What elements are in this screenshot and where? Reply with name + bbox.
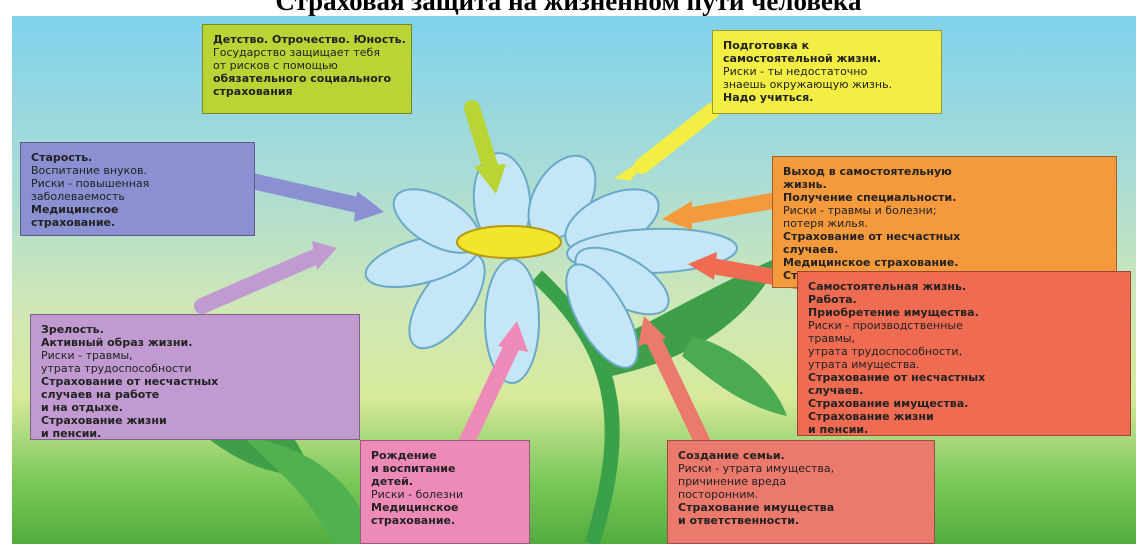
box-text-line: Детство. Отрочество. Юность. [213, 33, 406, 46]
box-text-line: причинение вреда [678, 475, 787, 488]
box-text-line: Выход в самостоятельную [783, 165, 952, 178]
box-text-line: случаев. [783, 243, 839, 256]
box-text-line: Медицинское [371, 501, 459, 514]
box-text-line: от рисков с помощью [213, 59, 338, 72]
box-text-line: Рождение [371, 449, 437, 462]
box-text-line: и воспитание [371, 462, 456, 475]
box-text-line: Риски - болезни [371, 488, 464, 501]
leaf-right [602, 256, 782, 376]
page-title: Страховая защита на жизненном пути челов… [275, 0, 862, 16]
arrow-maturity [194, 248, 325, 314]
box-text-line: утрата трудоспособности, [808, 345, 963, 358]
box-text-line: Страхование имущества. [808, 397, 969, 410]
box-text-line: Самостоятельная жизнь. [808, 280, 967, 293]
box-text-line: Риски - травмы и болезни; [783, 204, 937, 217]
box-text-line: Подготовка к [723, 39, 810, 52]
box-text-line: Медицинское [31, 203, 119, 216]
flower-illustration [172, 100, 805, 544]
box-text-line: Риски - утрата имущества, [678, 462, 835, 475]
arrow-old-age [244, 173, 370, 214]
box-text-line: Страхование жизни [808, 410, 934, 423]
leaf-left-lower [242, 436, 372, 544]
box-text-line: детей. [371, 475, 414, 488]
box-text-line: страхование. [371, 514, 456, 527]
box-text-line: Риски - травмы, [41, 349, 133, 362]
arrow-preparation [634, 103, 720, 174]
box-text-line: Страхование имущества [678, 501, 835, 514]
box-text-line: Государство защищает тебя [213, 46, 380, 59]
box-text-line: Страхование от несчастных [783, 230, 961, 243]
box-maturity: Зрелость.Активный образ жизни.Риски - тр… [30, 314, 360, 440]
box-text-line: Создание семьи. [678, 449, 785, 462]
box-text-line: Страхование жизни [41, 414, 167, 427]
flower-stem [531, 270, 620, 544]
box-work: Самостоятельная жизнь.Работа.Приобретени… [797, 271, 1131, 436]
box-text-line: Воспитание внуков. [31, 164, 147, 177]
box-text-line: и на отдыхе. [41, 401, 123, 414]
box-text-line: Страхование от несчастных [41, 375, 219, 388]
box-text-line: Риски - повышенная [31, 177, 150, 190]
box-text-line: потеря жилья. [783, 217, 868, 230]
box-text-line: случаев. [808, 384, 864, 397]
box-text-line: Получение специальности. [783, 191, 957, 204]
box-text-line: посторонним. [678, 488, 759, 501]
box-text-line: Медицинское страхование. [783, 256, 959, 269]
leaf-right-small [682, 336, 787, 416]
box-old-age: Старость.Воспитание внуков.Риски - повыш… [20, 142, 255, 236]
box-text-line: утрата трудоспособности [41, 362, 192, 375]
box-childhood: Детство. Отрочество. Юность.Государство … [202, 24, 412, 114]
box-text-line: Страхование от несчастных [808, 371, 986, 384]
box-text-line: случаев на работе [41, 388, 160, 401]
arrow-family [644, 328, 710, 449]
box-text-line: Работа. [808, 293, 857, 306]
box-text-line: и ответственности. [678, 514, 800, 527]
box-text-line: Приобретение имущества. [808, 306, 979, 319]
box-text-line: страхования [213, 85, 293, 98]
box-text-line: и пенсии. [808, 423, 869, 436]
diagram-scene: Детство. Отрочество. Юность.Государство … [12, 16, 1136, 544]
box-text-line: Надо учиться. [723, 91, 814, 104]
arrow-independence [679, 193, 780, 224]
box-family: Создание семьи.Риски - утрата имущества,… [667, 440, 935, 544]
box-text-line: и пенсии. [41, 427, 102, 440]
box-text-line: жизнь. [783, 178, 827, 191]
box-text-line: знаешь окружающую жизнь. [723, 78, 893, 91]
arrowheads [312, 154, 717, 352]
box-text-line: Риски - ты недостаточно [723, 65, 868, 78]
box-text-line: заболеваемость [31, 190, 125, 203]
box-text-line: травмы, [808, 332, 856, 345]
box-text-line: Старость. [31, 151, 93, 164]
box-text-line: Активный образ жизни. [41, 336, 193, 349]
box-text-line: страхование. [31, 216, 116, 229]
arrow-childhood [464, 100, 498, 174]
flower-center [456, 225, 562, 259]
box-text-line: Риски - производственные [808, 319, 963, 332]
box-text-line: утрата имущества. [808, 358, 920, 371]
box-text-line: Зрелость. [41, 323, 104, 336]
box-text-line: обязательного социального [213, 72, 392, 85]
box-text-line: самостоятельной жизни. [723, 52, 882, 65]
arrow-children [459, 338, 520, 449]
